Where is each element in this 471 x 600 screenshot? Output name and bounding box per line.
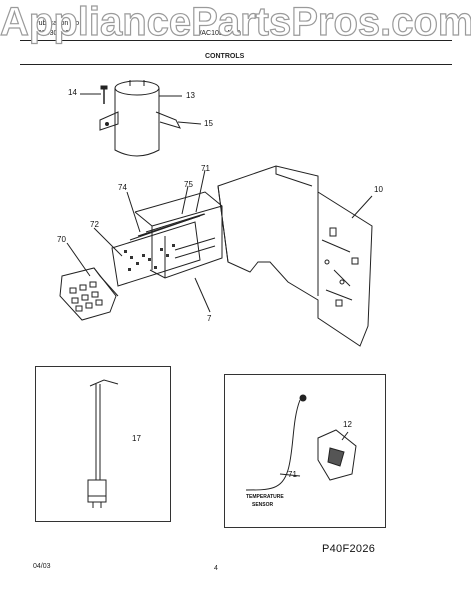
publication-number: 5995308401 (34, 30, 73, 37)
callout-75: 75 (184, 180, 193, 189)
temperature-sensor-box (224, 374, 386, 528)
callout-12: 12 (343, 420, 352, 429)
header-rule-top (20, 40, 452, 41)
document-number: P40F2026 (322, 543, 376, 555)
section-title: CONTROLS (205, 53, 245, 60)
capacitor-strap (99, 111, 181, 131)
control-board (111, 213, 206, 287)
callout-10: 10 (374, 185, 383, 194)
power-cord (87, 379, 119, 508)
publication-label: Publication No (34, 20, 80, 27)
callout-71-sensor: 71 (288, 470, 297, 479)
capacitor (114, 80, 160, 157)
bulkhead-panel (217, 165, 373, 347)
callout-17: 17 (132, 434, 141, 443)
control-panel (59, 267, 119, 321)
callout-72: 72 (90, 220, 99, 229)
callout-71: 71 (201, 164, 210, 173)
callout-7: 7 (207, 314, 212, 323)
control-box (134, 191, 223, 279)
callout-74: 74 (118, 183, 127, 192)
sensor-label-line2: SENSOR (252, 502, 274, 508)
footer-page: 4 (214, 565, 218, 572)
sensor-clip (317, 429, 357, 481)
sensor-label-line1: TEMPERATURE (246, 494, 284, 500)
power-cord-box (35, 366, 171, 522)
callout-14: 14 (68, 88, 77, 97)
screw (100, 85, 108, 104)
footer-date: 04/03 (33, 563, 51, 570)
callout-70: 70 (57, 235, 66, 244)
callout-13: 13 (186, 91, 195, 100)
model-number: WAC10DM-C1 (195, 30, 242, 37)
callout-15: 15 (204, 119, 213, 128)
header-rule-bottom (20, 64, 452, 65)
temperature-sensor (245, 394, 307, 491)
